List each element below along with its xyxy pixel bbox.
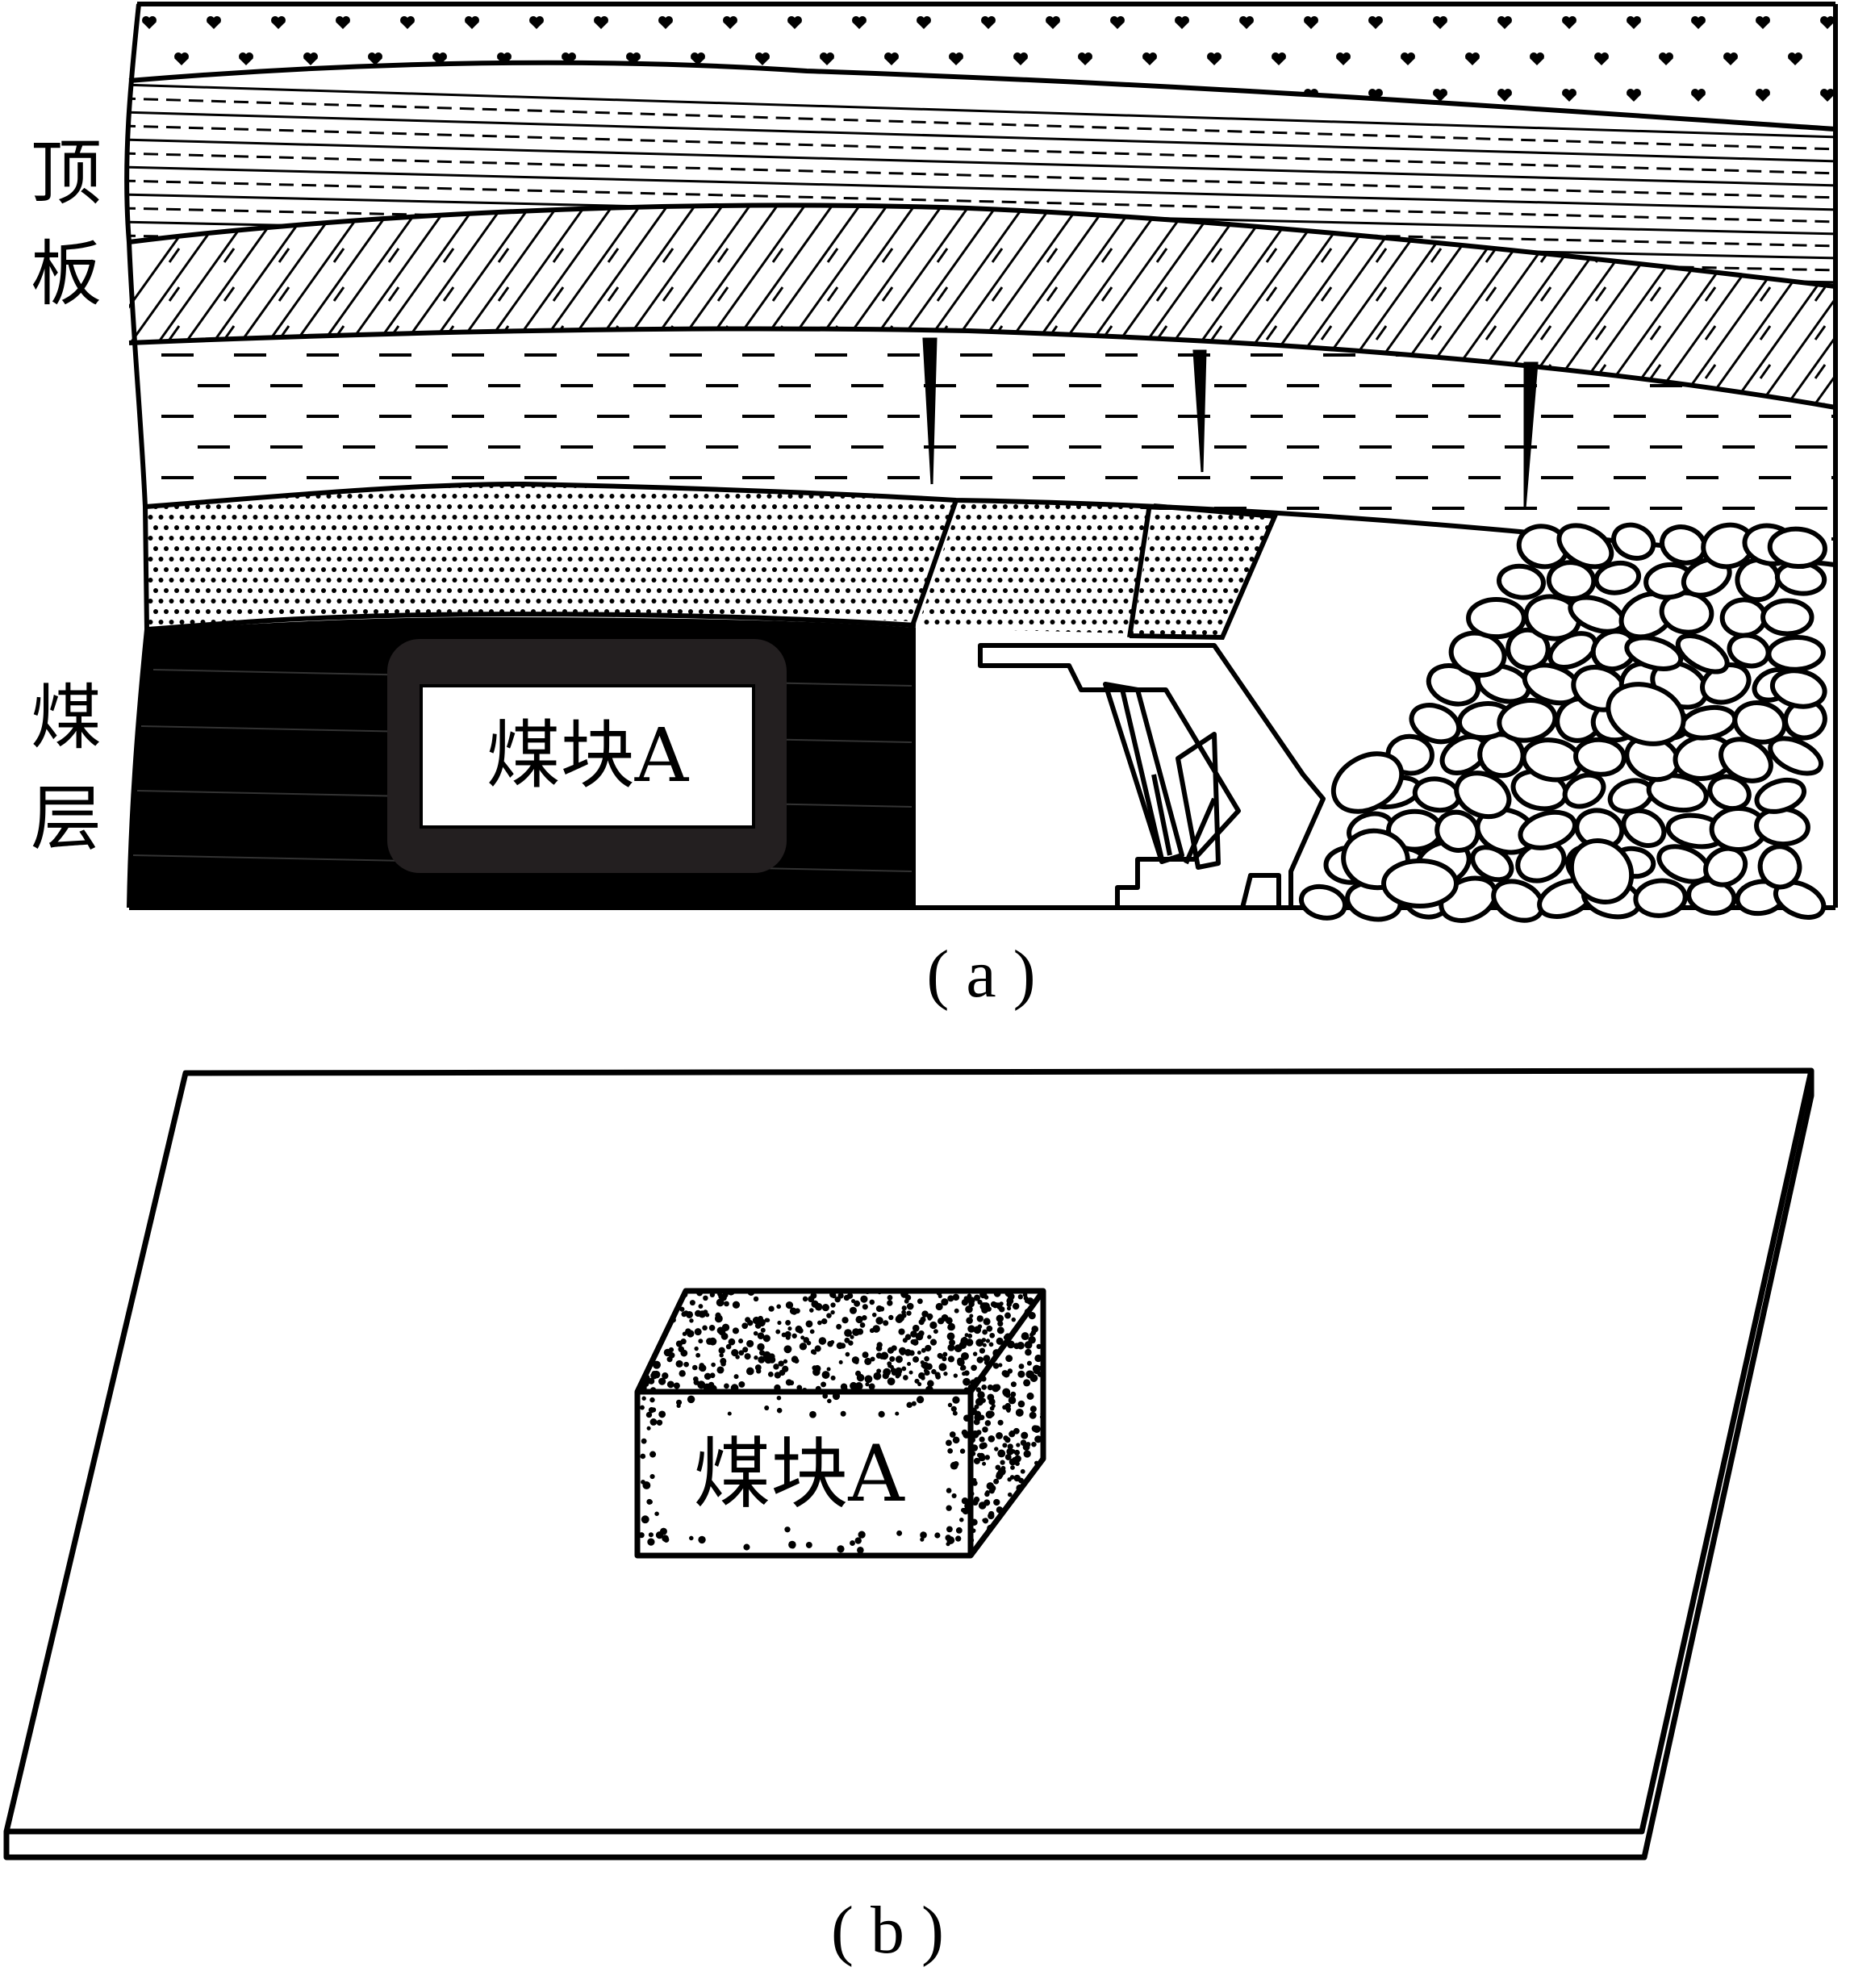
- seam-label-1: 煤: [31, 676, 102, 759]
- shale-stratum: [161, 353, 1835, 541]
- coal-block-a-box: [420, 684, 755, 829]
- caption-b: ( b ): [831, 1893, 944, 1968]
- panel-b: 煤块A ( b ): [3, 1067, 1815, 1968]
- caption-a: ( a ): [926, 937, 1035, 1012]
- hydraulic-support: [978, 643, 1326, 910]
- panel-a-strata: 煤块A 顶 板 煤 层 ( a ): [31, 2, 1838, 1012]
- cube-block-a-label: 煤块A: [693, 1429, 905, 1519]
- plate-top: [3, 1067, 1815, 1835]
- roof-label-2: 板: [31, 232, 102, 315]
- roof-label-1: 顶: [31, 132, 102, 215]
- seam-label-2: 层: [31, 777, 102, 860]
- plate-edge: [3, 1071, 1815, 1861]
- goaf-rubble: [1298, 522, 1827, 923]
- coal-block-a-cube: 煤块A: [634, 1288, 1046, 1559]
- coal-block-a-label: 煤块A: [487, 712, 690, 799]
- shale-cracks: [922, 337, 1539, 509]
